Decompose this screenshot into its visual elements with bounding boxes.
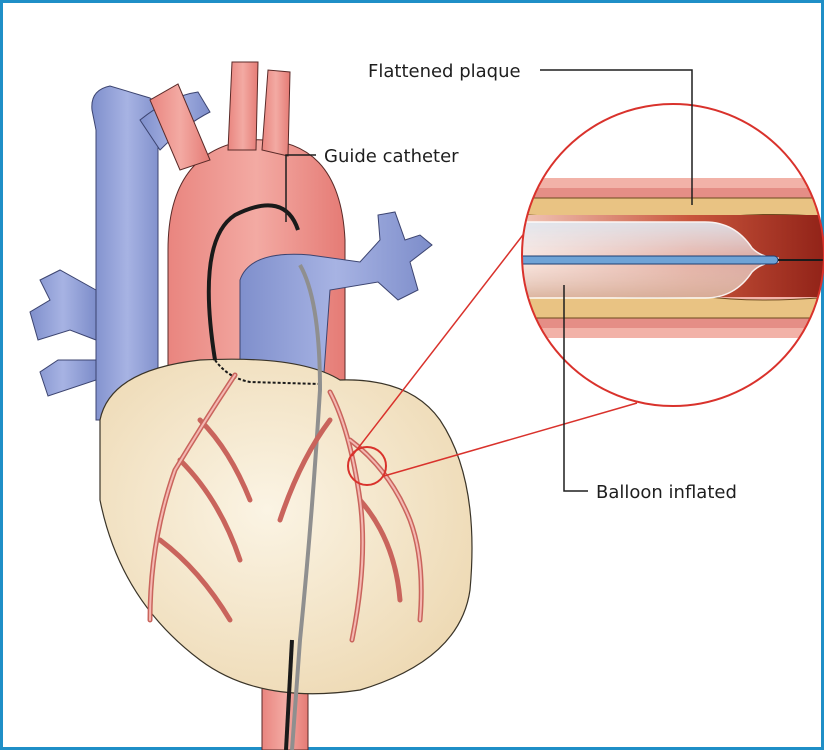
magnified-view	[510, 104, 824, 406]
label-flattened-plaque: Flattened plaque	[368, 61, 521, 82]
left-carotid-artery	[228, 62, 258, 150]
heart-body	[100, 359, 472, 694]
left-subclavian-artery	[262, 70, 290, 156]
right-pulmonary-veins	[30, 270, 96, 396]
label-guide-catheter: Guide catheter	[324, 146, 459, 167]
label-balloon-inflated: Balloon inflated	[596, 482, 737, 503]
